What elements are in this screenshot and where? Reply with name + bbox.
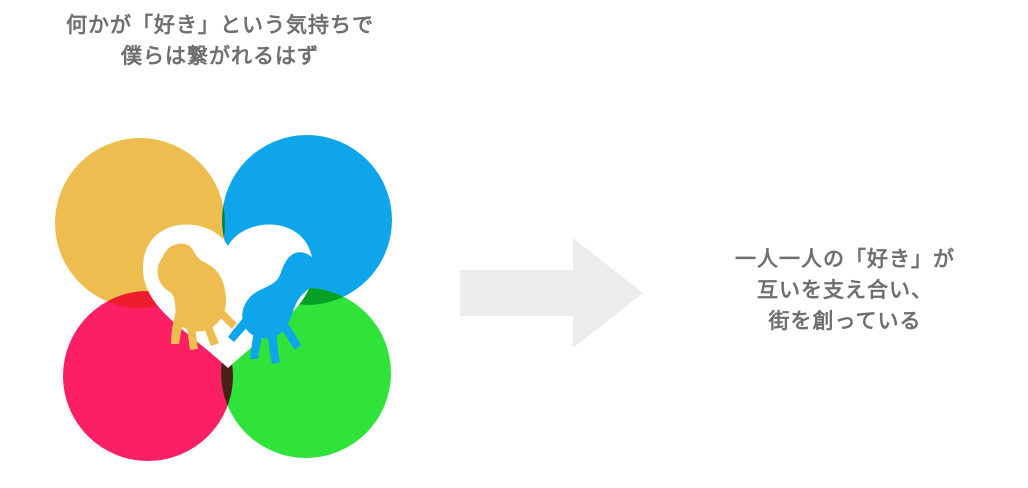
right-caption-line-3: 街を創っている — [768, 309, 922, 333]
left-caption-line-1: 何かが「好き」という気持ちで — [66, 13, 374, 37]
right-hand-icon — [228, 252, 318, 364]
right-caption: 一人一人の「好き」が 互いを支え合い、 街を創っている — [690, 244, 1000, 337]
right-caption-line-1: 一人一人の「好き」が — [735, 247, 955, 271]
left-caption: 何かが「好き」という気持ちで 僕らは繋がれるはず — [20, 10, 420, 72]
right-arrow-icon — [460, 238, 643, 348]
left-hand-icon — [157, 243, 237, 350]
right-caption-line-2: 互いを支え合い、 — [757, 278, 933, 302]
heart-hands-logo — [55, 135, 392, 461]
left-caption-line-2: 僕らは繋がれるはず — [121, 44, 319, 68]
